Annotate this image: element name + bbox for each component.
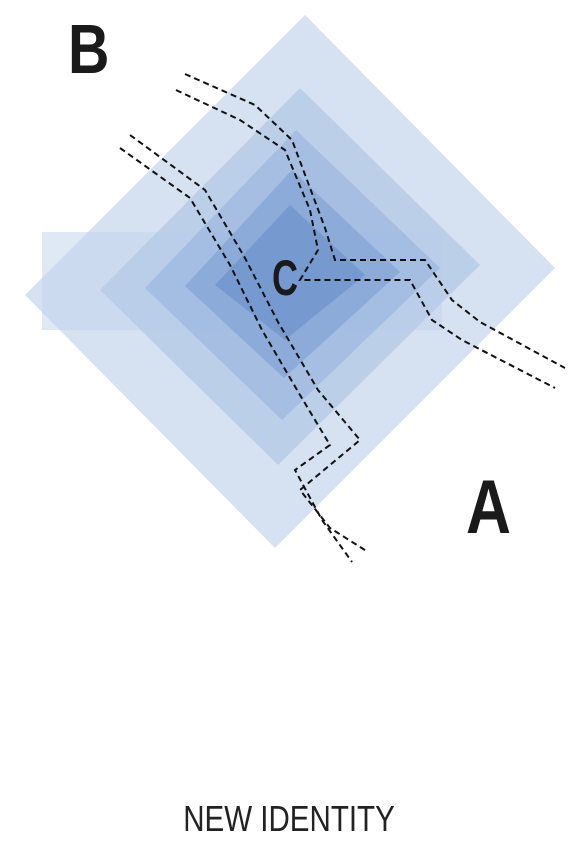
label-c: C [272, 253, 298, 303]
label-a: A [466, 470, 511, 546]
label-b: B [68, 14, 109, 84]
caption: NEW IDENTITY [52, 798, 526, 840]
